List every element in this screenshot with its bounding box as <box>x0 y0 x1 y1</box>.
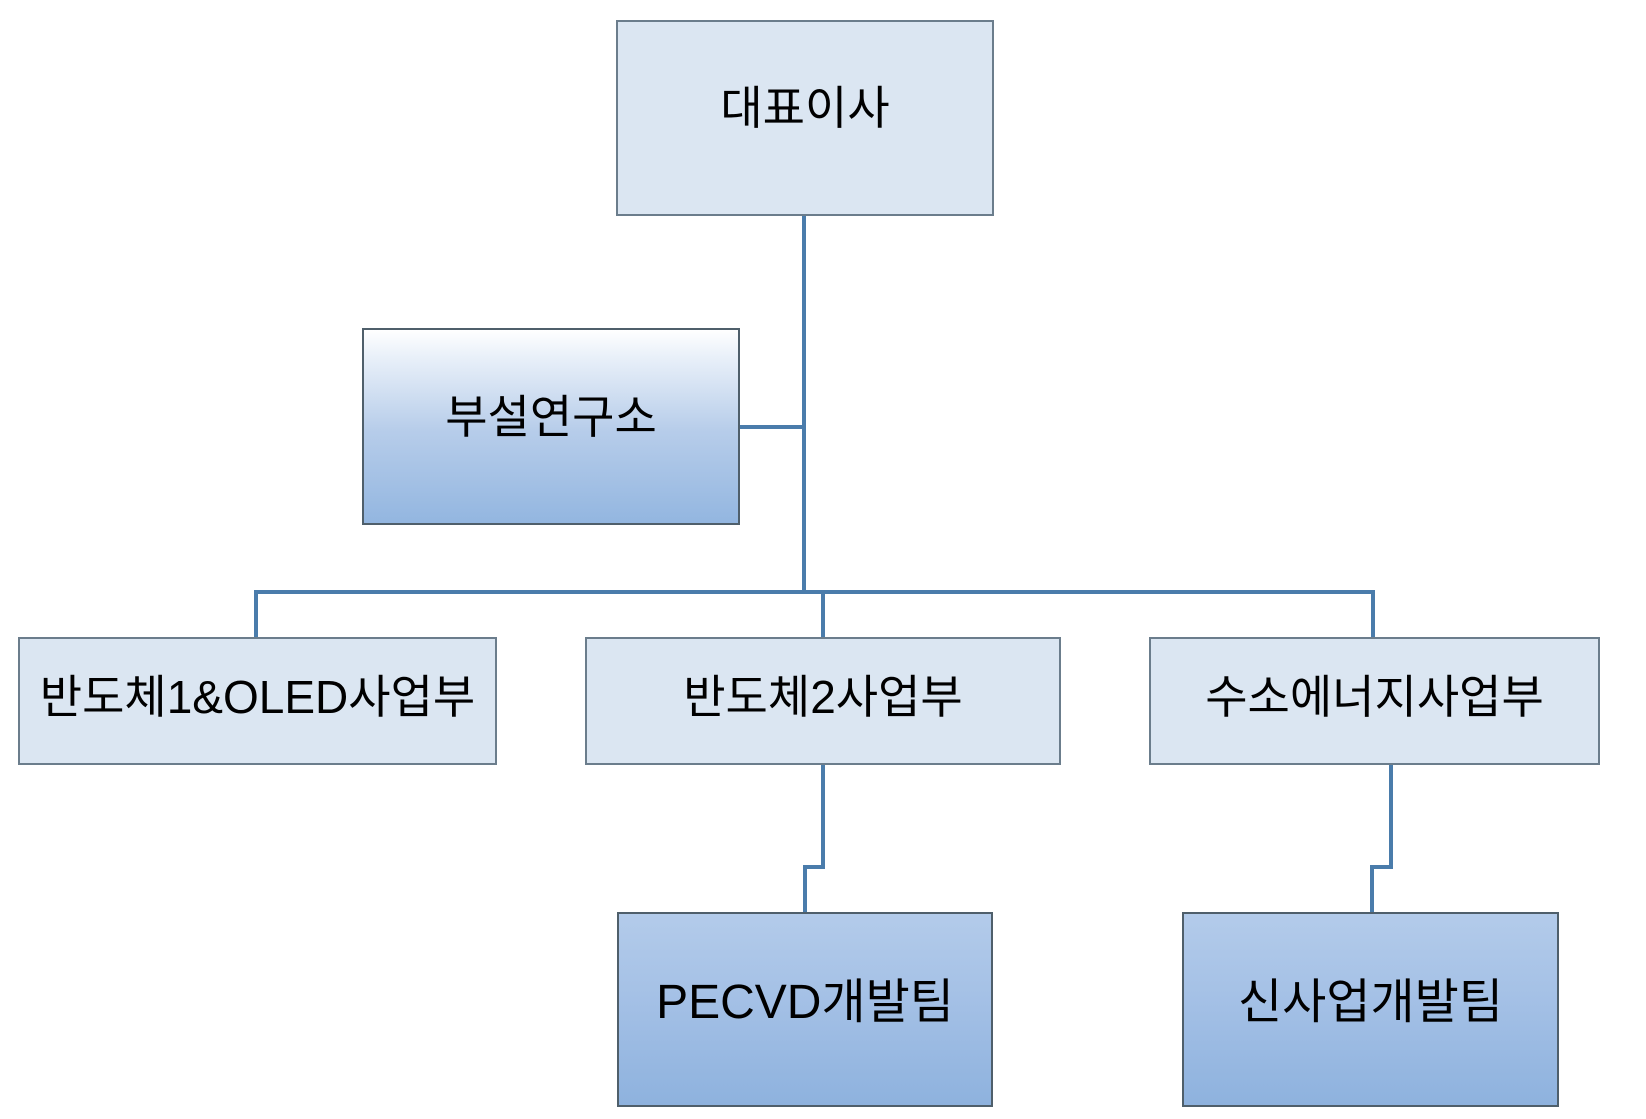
org-node-new-business-dev-team-label: 신사업개발팀 <box>1238 975 1503 1029</box>
connector-ceo-trunk <box>802 214 806 594</box>
connector-branch-horizontal <box>254 590 1375 594</box>
org-node-ceo: 대표이사 <box>616 20 994 216</box>
connector-div2-team-upper <box>821 763 825 869</box>
org-node-research-institute: 부설연구소 <box>362 328 740 525</box>
org-node-semiconductor1-oled-division-label: 반도체1&OLED사업부 <box>39 671 476 723</box>
org-node-pecvd-dev-team: PECVD개발팀 <box>617 912 993 1107</box>
org-node-semiconductor1-oled-division: 반도체1&OLED사업부 <box>18 637 497 765</box>
connector-drop-div3 <box>1371 590 1375 639</box>
org-node-new-business-dev-team: 신사업개발팀 <box>1182 912 1559 1107</box>
connector-div2-team-lower <box>803 865 807 914</box>
connector-research-to-trunk <box>740 425 804 429</box>
org-node-hydrogen-energy-division-label: 수소에너지사업부 <box>1205 671 1544 723</box>
connector-drop-div1 <box>254 590 258 639</box>
org-node-semiconductor2-division-label: 반도체2사업부 <box>683 671 963 723</box>
connector-drop-div2 <box>821 590 825 639</box>
org-node-research-institute-label: 부설연구소 <box>445 390 657 443</box>
org-node-semiconductor2-division: 반도체2사업부 <box>585 637 1061 765</box>
connector-div3-team-jog <box>1370 865 1393 869</box>
org-node-pecvd-dev-team-label: PECVD개발팀 <box>656 975 954 1029</box>
org-node-ceo-label: 대표이사 <box>720 82 890 134</box>
org-node-hydrogen-energy-division: 수소에너지사업부 <box>1149 637 1600 765</box>
connector-div2-team-jog <box>803 865 825 869</box>
connector-div3-team-upper <box>1389 763 1393 869</box>
connector-div3-team-lower <box>1370 865 1374 914</box>
